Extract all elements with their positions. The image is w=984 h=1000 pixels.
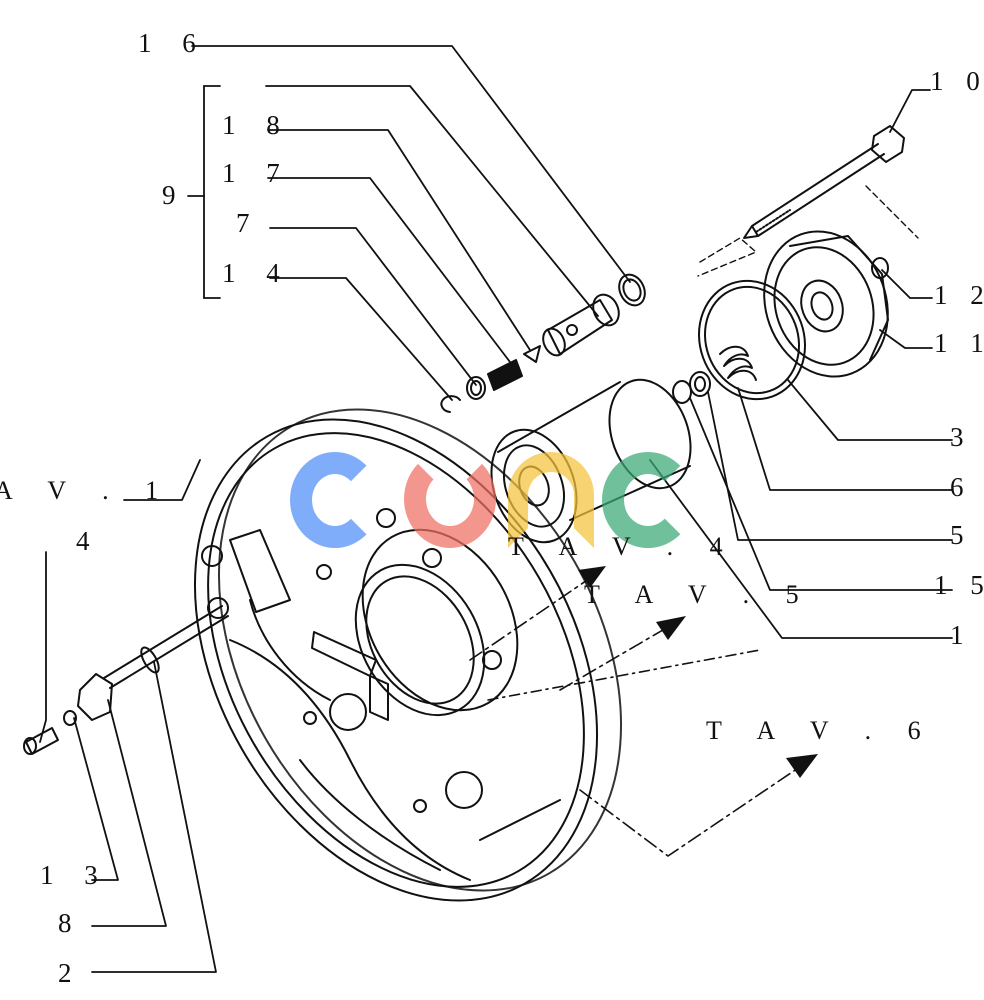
ref-tav-6: T A V . 6	[706, 716, 936, 745]
cover-plate	[193, 408, 623, 902]
callout-15: 1 5	[934, 570, 984, 600]
arrowheads	[578, 566, 818, 778]
ref-tav-4: T A V . 4	[508, 532, 738, 561]
callout-18: 1 8	[222, 110, 292, 140]
callout-16: 1 6	[138, 28, 208, 58]
callout-17: 1 7	[222, 158, 292, 188]
callout-10: 1 0	[930, 66, 984, 96]
callout-6: 6	[950, 472, 976, 502]
flow-arrows	[469, 569, 811, 857]
callout-4: 4	[76, 526, 102, 556]
callout-14: 1 4	[222, 258, 292, 288]
callout-11: 1 1	[934, 328, 984, 358]
valve-parts	[440, 273, 646, 413]
callout-7: 7	[236, 208, 262, 238]
callout-12: 1 2	[934, 280, 984, 310]
watermark-letter-g-icon	[404, 450, 496, 548]
callout-13: 1 3	[40, 860, 110, 890]
shaft-assembly	[23, 605, 229, 755]
callout-2: 2	[58, 958, 84, 988]
housing-cover	[697, 185, 919, 401]
callout-1: 1	[950, 620, 976, 650]
callout-9: 9	[162, 180, 188, 210]
ref-tav-1: A V . 1	[0, 476, 174, 505]
leader-lines	[39, 45, 953, 973]
watermark-letter-n-icon	[508, 452, 594, 548]
callout-3: 3	[950, 422, 976, 452]
watermark-letter-c1-icon	[290, 452, 380, 548]
ref-tav-5: T A V . 5	[584, 580, 814, 609]
long-bolt	[743, 125, 905, 239]
spring-seals	[672, 345, 757, 404]
callout-8: 8	[58, 908, 84, 938]
callout-5: 5	[950, 520, 976, 550]
